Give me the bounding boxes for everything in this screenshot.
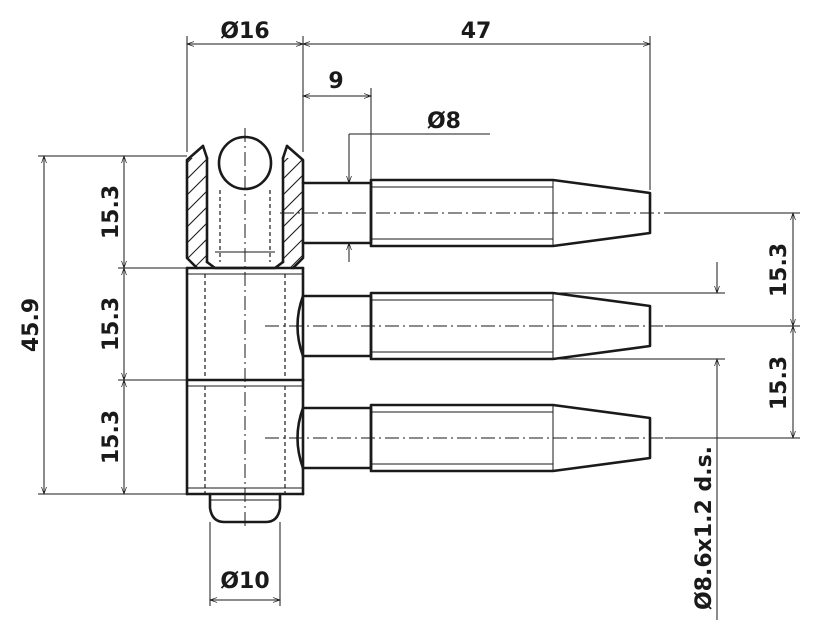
- dim-height-total: 45.9: [19, 154, 47, 496]
- top-sleeve-section: [185, 135, 305, 270]
- dim-pitch-right: 15.3 15.3: [665, 211, 800, 440]
- hinge-body: [185, 128, 305, 530]
- dim-thread: Ø8.6x1.2 d.s.: [553, 262, 725, 620]
- dim-pitch-bottom-label: 15.3: [767, 356, 792, 410]
- dim-thread-label: Ø8.6x1.2 d.s.: [692, 446, 717, 610]
- dim-height-total-label: 45.9: [19, 298, 44, 352]
- hatching-left: [187, 158, 207, 268]
- dim-dia-pin-bottom: Ø10: [208, 522, 282, 606]
- pin-top: [280, 178, 665, 248]
- bottom-knuckle: [185, 378, 305, 496]
- dim-length-pin-label: 47: [461, 19, 492, 44]
- dim-offset-label: 9: [328, 69, 343, 94]
- dim-pitch-top-label: 15.3: [767, 243, 792, 297]
- dim-segment-top-label: 15.3: [99, 185, 124, 239]
- dim-segment-mid-label: 15.3: [99, 297, 124, 351]
- dim-offset-shoulder: 9: [301, 69, 373, 180]
- hatching-right: [283, 158, 303, 268]
- dim-dia-sleeve-label: Ø16: [220, 19, 269, 44]
- dim-dia-shank: Ø8: [346, 109, 490, 262]
- pin-middle: [265, 291, 665, 361]
- dim-segment-bottom-label: 15.3: [99, 410, 124, 464]
- dim-dia-pin-bottom-label: Ø10: [220, 569, 269, 594]
- dim-length-pin: 47: [301, 19, 652, 190]
- dim-dia-shank-label: Ø8: [427, 109, 461, 134]
- dim-segments-left: 15.3 15.3 15.3: [38, 154, 187, 496]
- pin-bottom: [265, 403, 665, 473]
- dim-dia-sleeve: Ø16: [185, 19, 305, 152]
